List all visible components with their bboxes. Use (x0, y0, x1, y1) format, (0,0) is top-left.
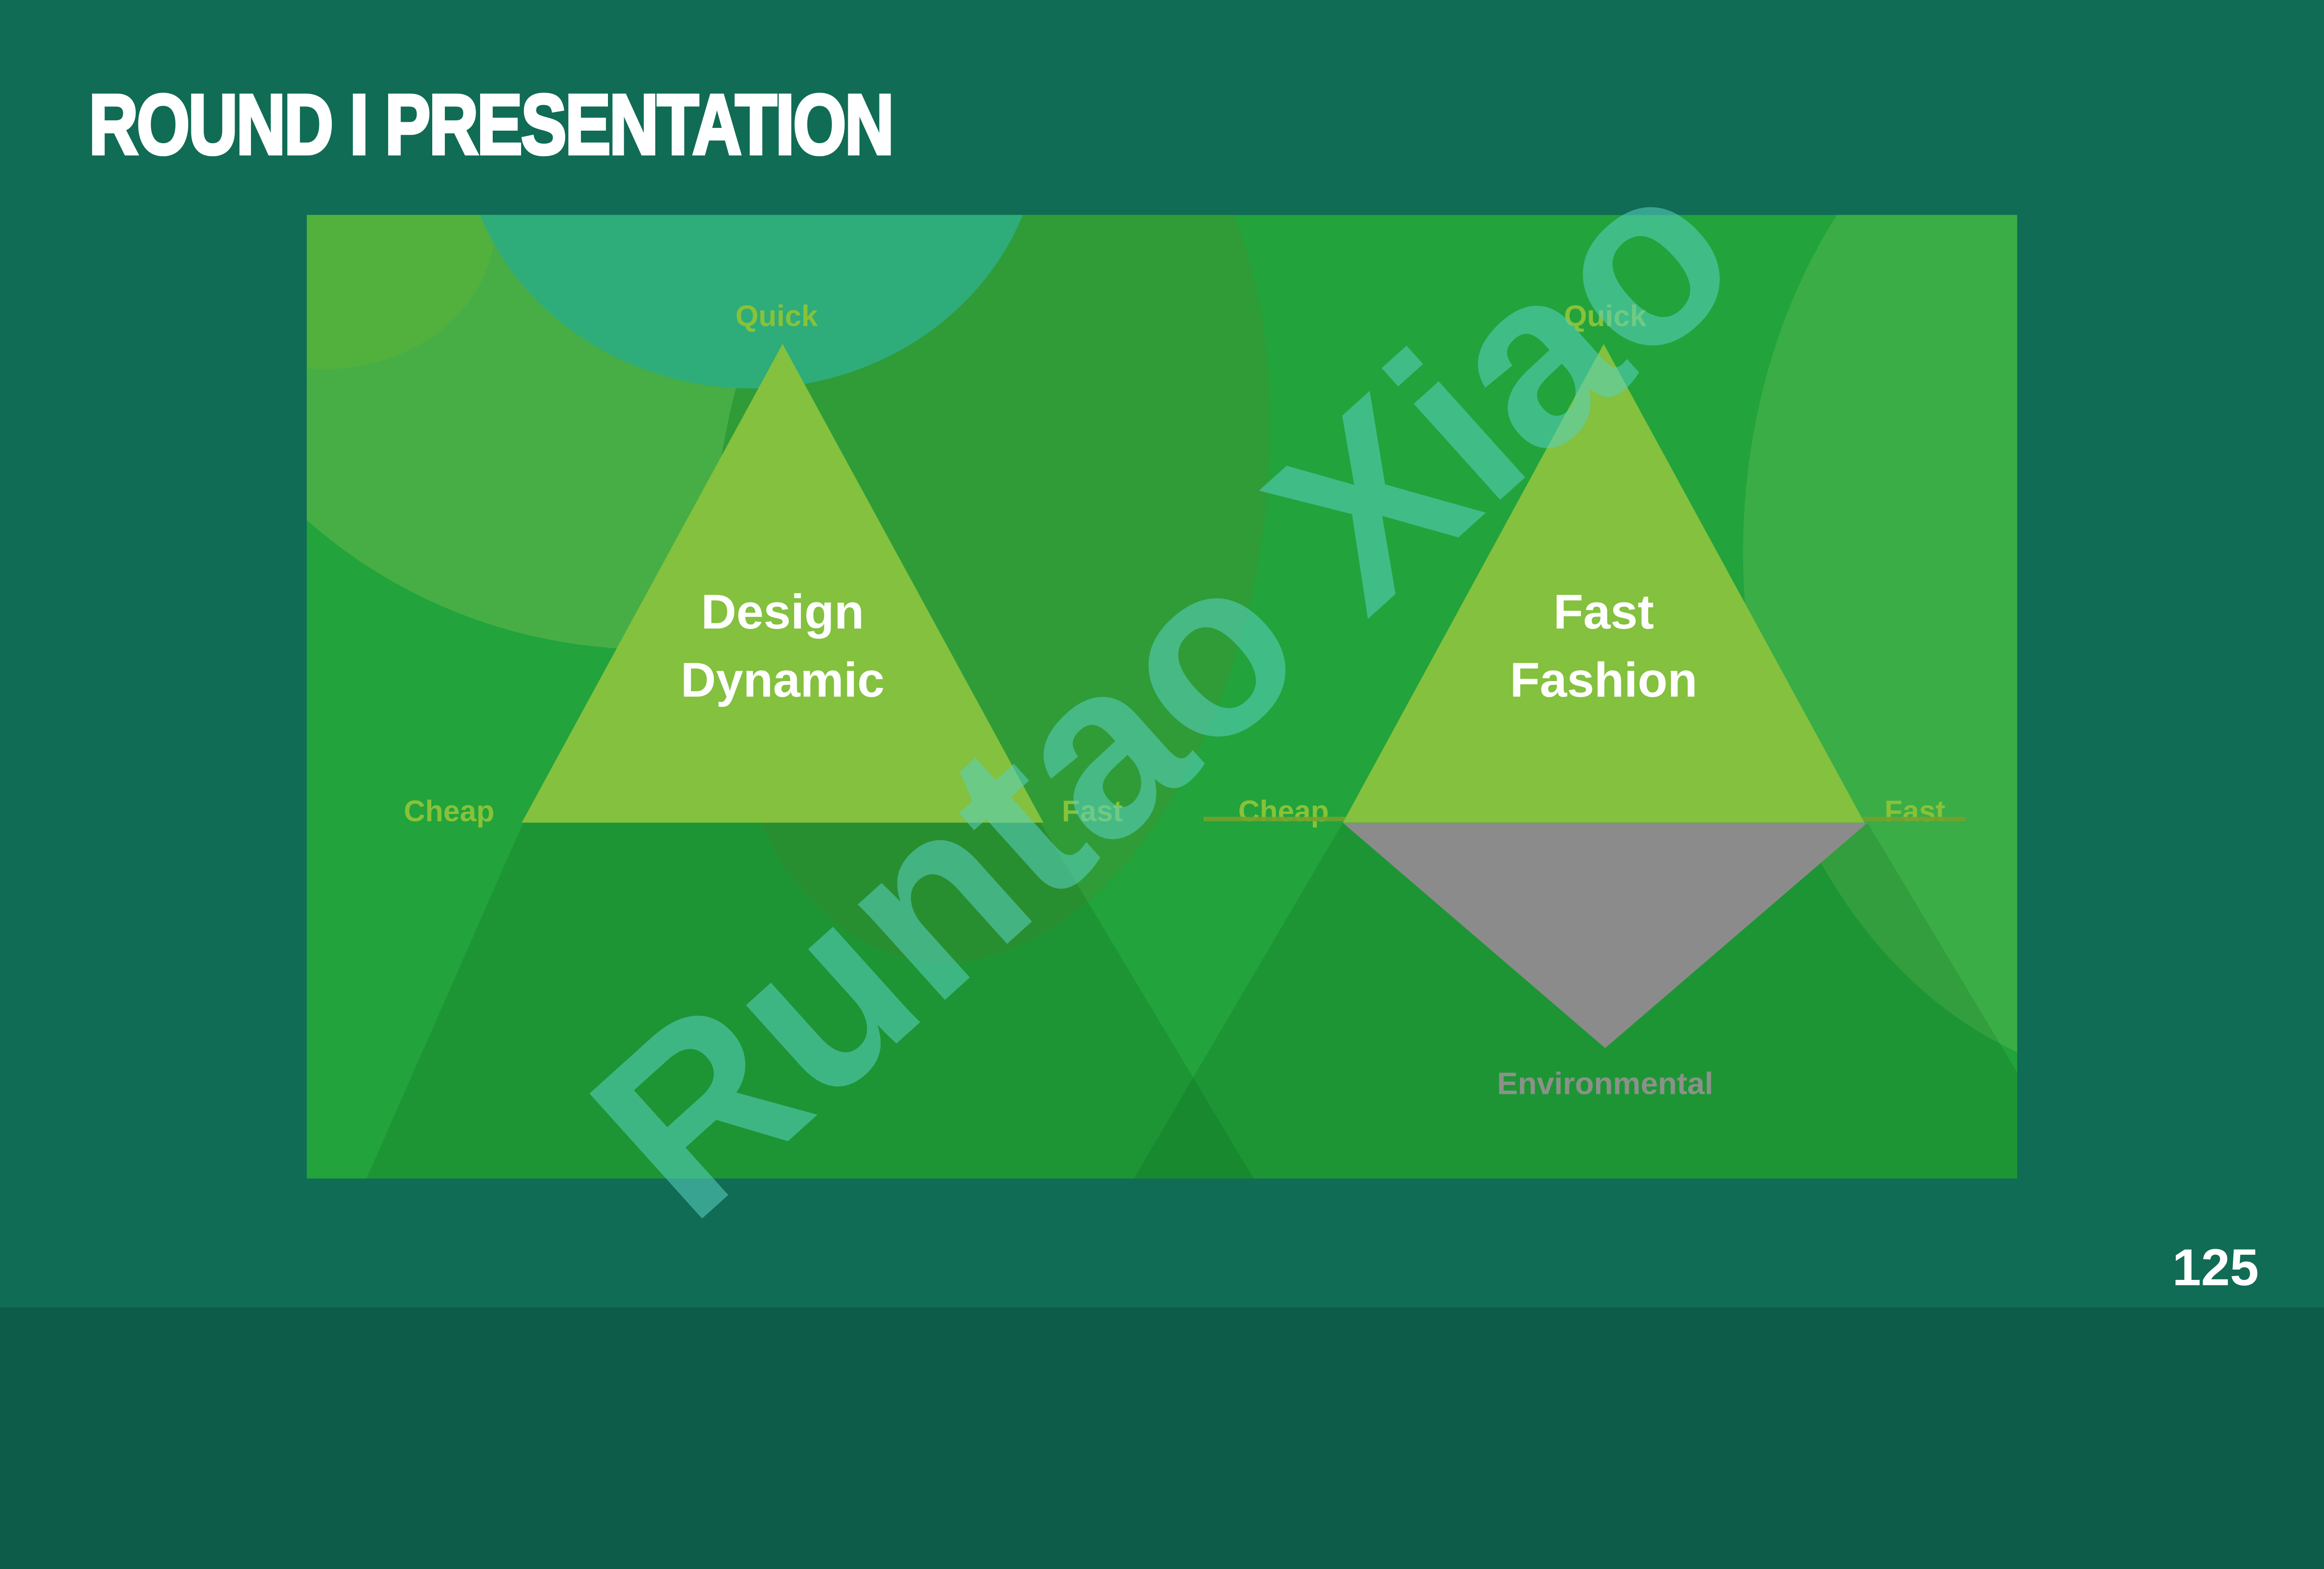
fast-fashion-line2: Fashion (1510, 652, 1697, 708)
page-number: 125 (2172, 1239, 2259, 1298)
slide: ROUND I PRESENTATION Design Dynamic Quic… (0, 0, 2324, 1308)
right-quick-label: Quick (1564, 301, 1647, 334)
design-dynamic-line2: Dynamic (680, 652, 885, 708)
left-fast-label: Fast (1062, 796, 1123, 829)
environmental-label: Environmental (1497, 1067, 1714, 1102)
design-dynamic-label: Design Dynamic (522, 578, 1043, 715)
left-quick-label: Quick (735, 301, 818, 334)
design-dynamic-line1: Design (701, 584, 865, 639)
right-cheap-label: Cheap (1238, 796, 1329, 829)
right-fast-label: Fast (1884, 796, 1946, 829)
slide-title: ROUND I PRESENTATION (87, 78, 895, 173)
fast-fashion-line1: Fast (1553, 584, 1654, 639)
left-cheap-label: Cheap (403, 796, 495, 829)
fast-fashion-label: Fast Fashion (1343, 578, 1864, 715)
